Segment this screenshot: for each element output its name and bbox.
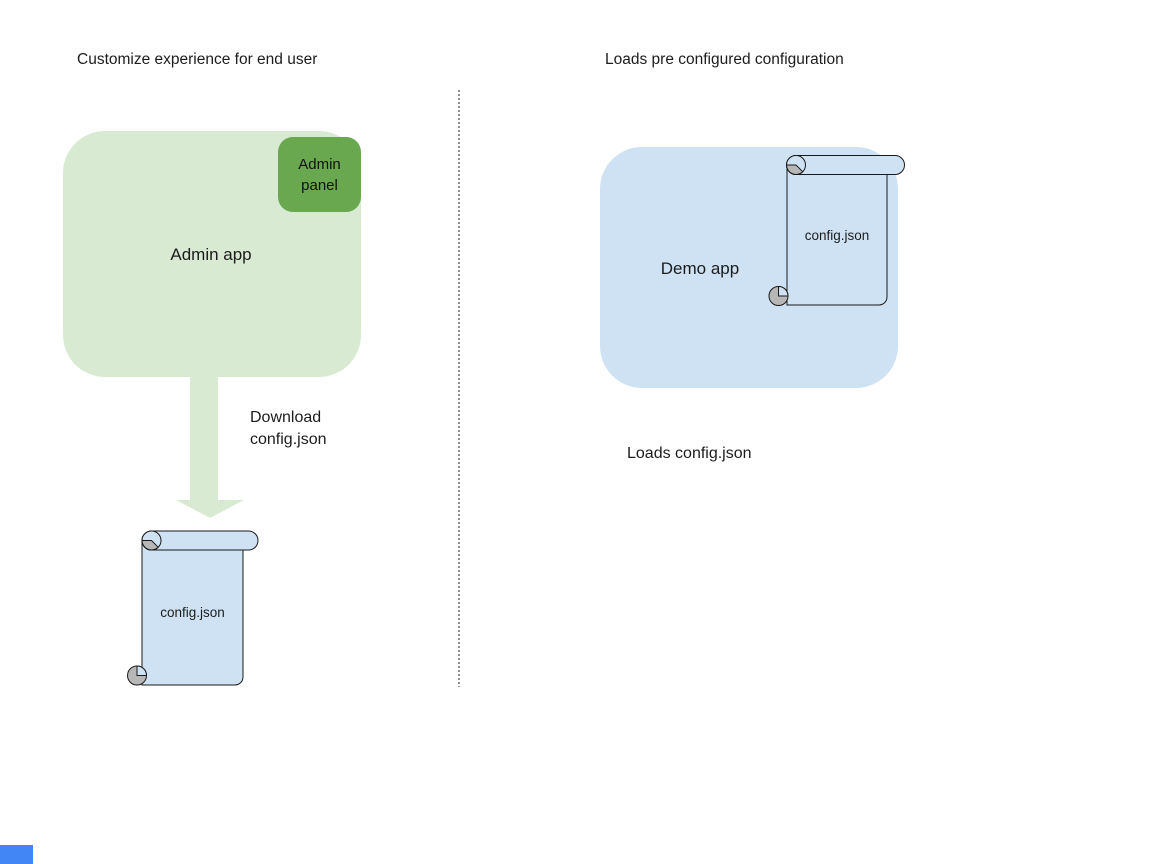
download-arrow-shape — [176, 377, 244, 518]
admin-app-label: Admin app — [170, 245, 252, 264]
section-divider — [458, 90, 460, 687]
loads-config-caption: Loads config.json — [627, 445, 752, 462]
scroll-bottom-curl-notch — [136, 665, 148, 676]
config-file-label-right: config.json — [804, 228, 870, 243]
right-section-title: Loads pre configured configuration — [605, 51, 844, 68]
admin-panel: Admin panel — [278, 137, 361, 212]
corner-marker — [0, 845, 33, 864]
config-file-label-left: config.json — [160, 605, 225, 620]
scroll-body — [786, 164, 888, 306]
demo-app-label: Demo app — [660, 259, 740, 278]
config-scroll-right-icon — [768, 155, 905, 306]
scroll-top-spiral-shade — [785, 164, 804, 175]
scroll-top-spiral-shade — [141, 540, 159, 551]
scroll-body — [141, 539, 244, 686]
config-scroll-left-icon — [127, 530, 259, 686]
scroll-bottom-curl-notch — [778, 285, 789, 297]
download-arrow-icon — [176, 377, 244, 518]
left-section-title: Customize experience for end user — [77, 51, 318, 68]
download-arrow-label: Download config.json — [250, 409, 327, 448]
